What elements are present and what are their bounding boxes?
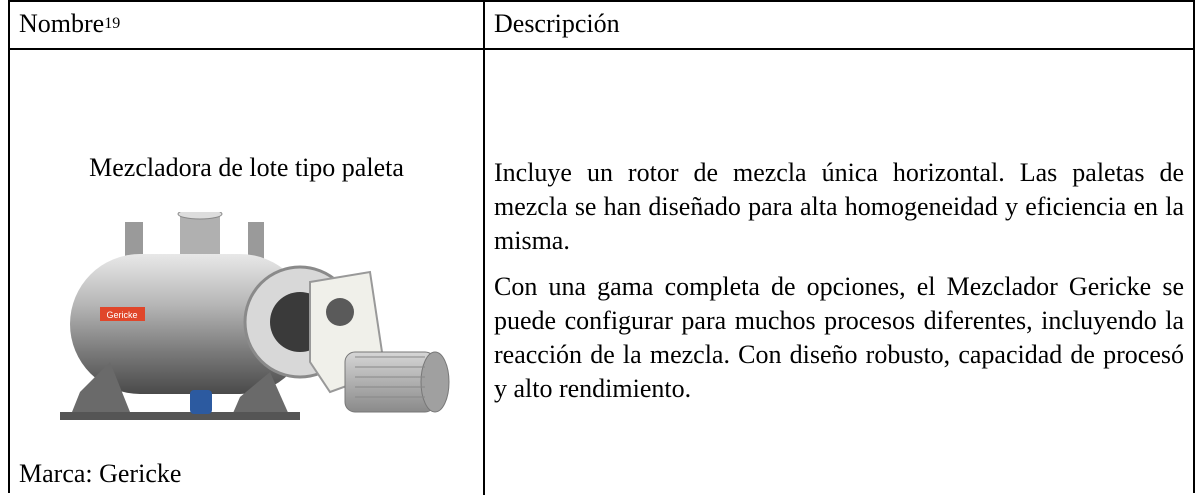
column-divider: [483, 2, 485, 495]
mixer-base: [60, 412, 300, 420]
header-divider: [10, 48, 1193, 50]
footnote-marker: 19: [104, 15, 121, 32]
product-name: Mezcladora de lote tipo paleta: [89, 153, 404, 182]
description-column-header: Descripción: [494, 9, 620, 38]
inlet-nozzle: [180, 212, 220, 262]
inlet-nozzle: [125, 222, 143, 262]
description-paragraph-1: Incluye un rotor de mezcla única horizon…: [494, 158, 1184, 255]
brand-label: [100, 307, 145, 321]
mixer-drum: [70, 254, 310, 394]
brand-label-text: Gericke: [106, 310, 137, 320]
name-header-label: Nombre: [19, 9, 105, 38]
brand-text: Marca: Gericke: [19, 459, 182, 488]
name-column-header: Nombre19: [19, 8, 120, 44]
mixer-leg: [230, 372, 290, 420]
product-table: Nombre19 Descripción Mezcladora de lote …: [8, 0, 1195, 495]
discharge-valve: [190, 390, 212, 414]
mixer-leg: [70, 362, 130, 417]
mixer-image: Gericke: [60, 212, 450, 420]
inlet-nozzle: [248, 222, 264, 262]
gearbox-port: [326, 298, 354, 326]
description-paragraph-2: Con una gama completa de opciones, el Me…: [494, 272, 1184, 403]
